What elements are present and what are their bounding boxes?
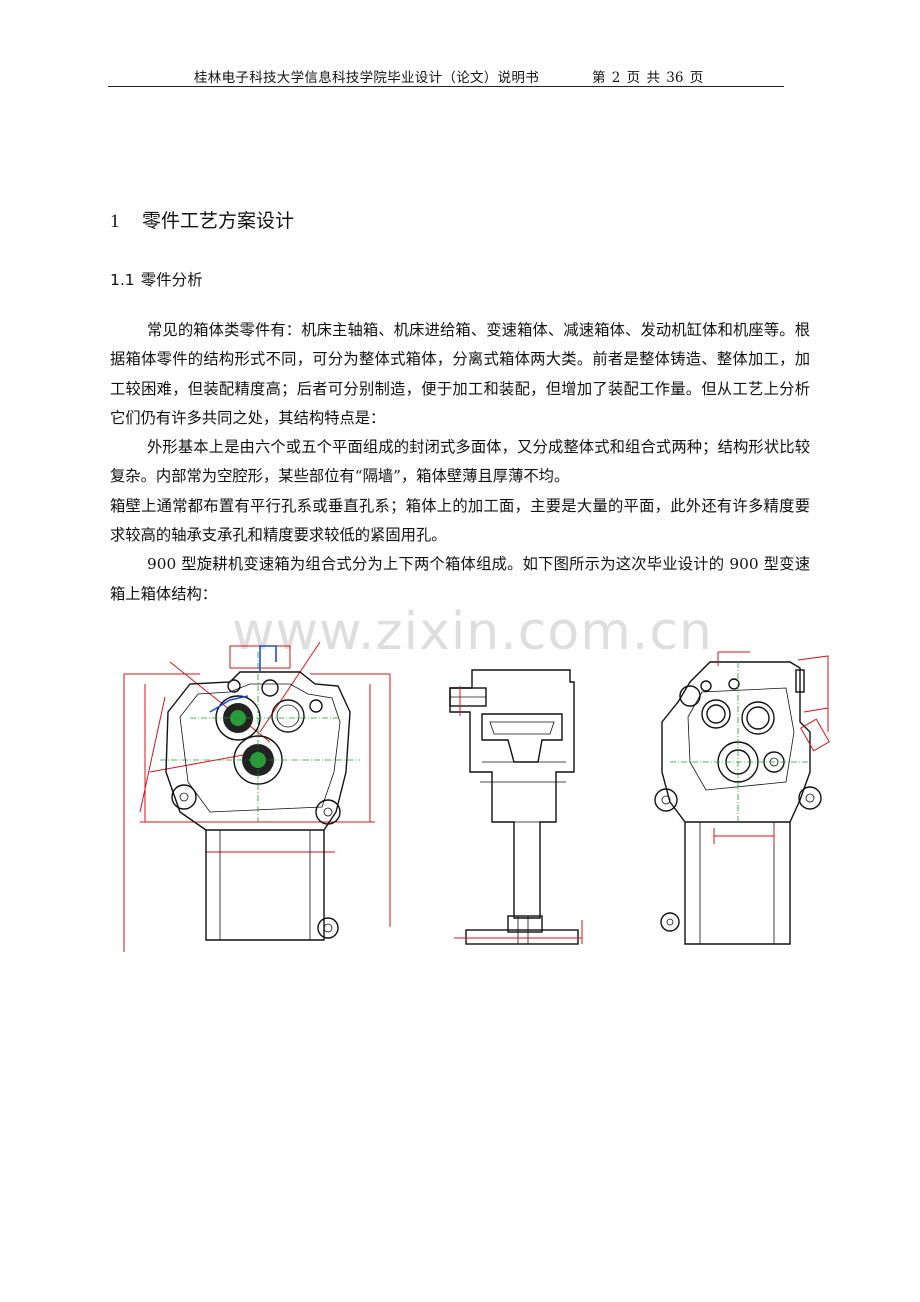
paragraph-4: 900 型旋耕机变速箱为组合式分为上下两个箱体组成。如下图所示为这次毕业设计的 … bbox=[110, 555, 810, 603]
body-text: 常见的箱体类零件有：机床主轴箱、机床进给箱、变速箱体、减速箱体、发动机缸体和机座… bbox=[110, 316, 810, 609]
subsection-number: 1.1 bbox=[110, 271, 135, 289]
header-title: 桂林电子科技大学信息科技学院毕业设计（论文）说明书 bbox=[194, 70, 539, 86]
paragraph-1: 常见的箱体类零件有：机床主轴箱、机床进给箱、变速箱体、减速箱体、发动机缸体和机座… bbox=[110, 321, 810, 427]
watermark: www.zixin.com.cn bbox=[232, 602, 713, 662]
header-page-info: 第 2 页 共 36 页 bbox=[592, 70, 704, 86]
page-header: 桂林电子科技大学信息科技学院毕业设计（论文）说明书 第 2 页 共 36 页 bbox=[108, 62, 784, 87]
section-title: 零件工艺方案设计 bbox=[142, 210, 295, 232]
front-view bbox=[123, 641, 391, 952]
paragraph-2: 外形基本上是由六个或五个平面组成的封闭式多面体，又分成整体式和组合式两种；结构形… bbox=[110, 438, 810, 486]
paragraph-3: 箱壁上通常都布置有平行孔系或垂直孔系；箱体上的加工面，主要是大量的平面，此外还有… bbox=[110, 496, 810, 545]
rear-view bbox=[654, 651, 830, 945]
subsection-title: 零件分析 bbox=[140, 271, 203, 289]
side-view bbox=[449, 669, 583, 945]
gearbox-drawing bbox=[110, 622, 830, 962]
subsection-heading: 1.1 零件分析 bbox=[110, 268, 203, 290]
gearbox-drawing-svg bbox=[123, 641, 830, 952]
section-number: 1 bbox=[110, 211, 120, 232]
section-heading: 1 零件工艺方案设计 bbox=[110, 206, 294, 233]
